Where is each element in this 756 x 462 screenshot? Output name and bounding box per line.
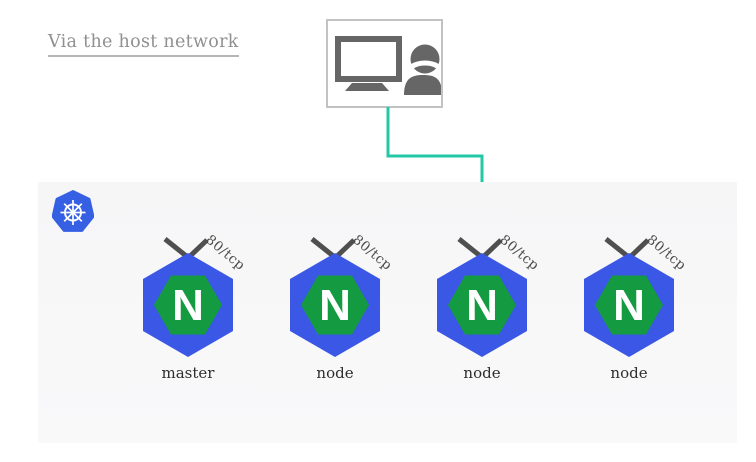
diagram-title: Via the host network bbox=[48, 32, 239, 57]
nginx-letter: N bbox=[172, 281, 204, 330]
nginx-letter: N bbox=[613, 281, 645, 330]
client-box bbox=[326, 19, 445, 108]
nginx-pod-icon: N bbox=[584, 253, 674, 357]
nginx-letter: N bbox=[319, 281, 351, 330]
kubernetes-logo-icon bbox=[52, 190, 94, 232]
workstation-user-icon bbox=[335, 36, 445, 95]
user-icon bbox=[404, 44, 445, 95]
node-2: 80/tcp N node bbox=[407, 228, 557, 396]
node-label: node bbox=[316, 364, 354, 382]
node-label: master bbox=[161, 364, 215, 382]
nginx-pod-icon: N bbox=[290, 253, 380, 357]
nginx-pod-icon: N bbox=[437, 253, 527, 357]
node-3: 80/tcp N node bbox=[554, 228, 704, 396]
node-label: node bbox=[610, 364, 648, 382]
node-1: 80/tcp N node bbox=[260, 228, 410, 396]
nginx-pod-icon: N bbox=[143, 253, 233, 357]
monitor-icon bbox=[335, 36, 402, 91]
nginx-letter: N bbox=[466, 281, 498, 330]
node-label: node bbox=[463, 364, 501, 382]
node-master: 80/tcp N master bbox=[113, 228, 263, 396]
